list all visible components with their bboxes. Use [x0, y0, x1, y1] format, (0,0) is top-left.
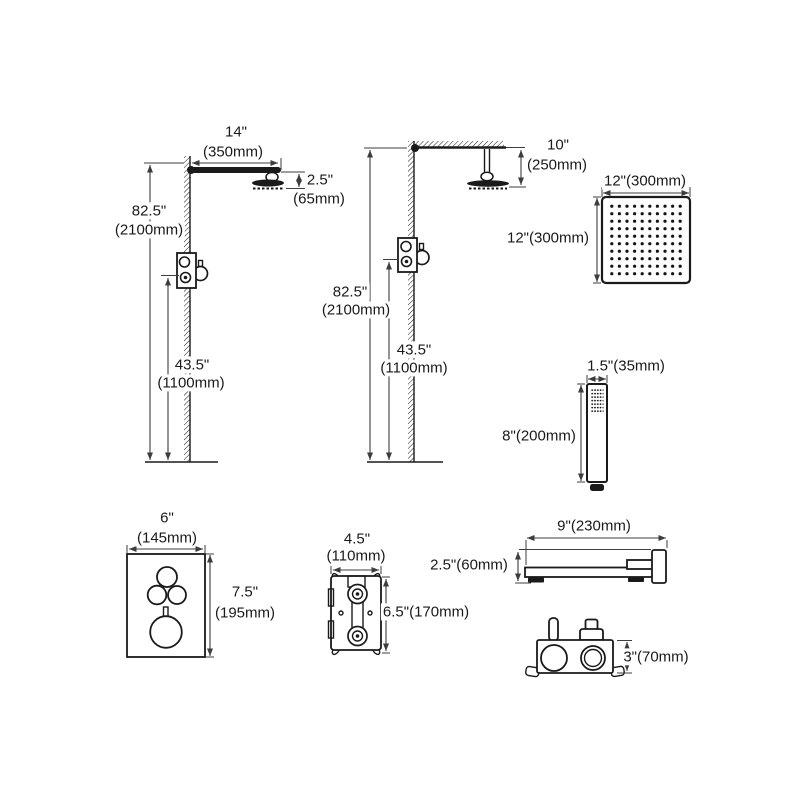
cartridge-cap	[584, 618, 599, 631]
cartridge-port-top-inner	[351, 588, 364, 600]
control-panel-height-in: 7.5"	[229, 583, 261, 601]
valve-port-dot	[183, 275, 188, 280]
panel-button-top	[156, 566, 178, 588]
hand-shower-drawing	[577, 375, 608, 491]
tub-spout-drawing	[515, 535, 668, 584]
wall-shower-head-height-mm: (65mm)	[291, 190, 347, 208]
ceiling-shower-total-height-in: 82.5"	[330, 283, 370, 301]
nozzle-grid	[590, 388, 604, 413]
deck-valve-drawing	[525, 617, 632, 678]
spout-base	[628, 577, 644, 582]
cartridge-port-bottom-inner	[351, 630, 364, 642]
valve-port-top	[178, 256, 191, 268]
tub-spout-length-label: 9"(230mm)	[555, 517, 633, 535]
shower-arm	[189, 167, 281, 173]
arm-wall-mount	[411, 144, 419, 152]
shower-head	[252, 179, 284, 187]
panel-button-left	[146, 584, 168, 606]
wall-hatching	[408, 141, 414, 462]
ceiling-shower-total-height-mm: (2100mm)	[319, 301, 393, 319]
ceiling-shower-drop-length-in: 10"	[544, 136, 572, 154]
side-bracket	[327, 588, 335, 607]
rough-in-valve-height-label: 6.5"(170mm)	[380, 603, 472, 621]
port-dot	[355, 634, 360, 638]
hand-shower-width-label: 1.5"(35mm)	[585, 357, 667, 375]
control-panel-width-in: 6"	[158, 509, 176, 527]
head-connector	[480, 171, 494, 182]
mixer-valve	[397, 237, 430, 273]
wall-shower-drawing	[144, 156, 305, 463]
square-head-drawing	[593, 187, 692, 285]
spout-step	[626, 559, 654, 570]
control-panel-drawing	[126, 545, 214, 658]
wall-shower-arm-length-mm: (350mm)	[200, 143, 266, 161]
wall-shower-total-height-in: 82.5"	[129, 202, 169, 220]
deck-valve-height-label: 3"(70mm)	[621, 648, 691, 666]
square-head-width-label: 12"(300mm)	[601, 172, 689, 190]
valve-port-dot	[404, 259, 409, 264]
valve-handle-stem	[418, 242, 425, 251]
side-bracket	[327, 620, 335, 639]
ceiling-shower-valve-height-mm: (1100mm)	[378, 359, 450, 377]
ceiling-shower-drawing	[364, 141, 526, 463]
control-panel-height-mm: (195mm)	[212, 604, 278, 622]
port-dot	[355, 592, 360, 596]
square-head-height-label: 12"(300mm)	[504, 229, 592, 247]
wall-shower-arm-length-in: 14"	[222, 123, 250, 141]
tub-spout-height-label: 2.5"(60mm)	[428, 556, 510, 574]
rough-in-valve-drawing	[327, 566, 390, 656]
wall-shower-total-height-mm: (2100mm)	[112, 221, 186, 239]
shower-head	[467, 180, 509, 187]
screw	[338, 610, 344, 616]
arm-wall-mount	[187, 166, 195, 174]
rough-in-valve-width-mm: (110mm)	[324, 547, 388, 565]
nozzle-grid	[608, 203, 684, 278]
valve-handle-stem	[197, 259, 204, 268]
spout-outlet	[528, 577, 544, 583]
panel-knob	[149, 615, 183, 649]
ceiling-shower-valve-height-in: 43.5"	[394, 341, 434, 359]
inlet-port	[540, 644, 568, 672]
outlet-port-inner	[583, 648, 603, 668]
wall-flange	[651, 549, 667, 584]
wall-shower-head-height-in: 2.5"	[304, 171, 336, 189]
wall-shower-valve-height-in: 43.5"	[172, 356, 212, 374]
ceiling-hatching	[414, 141, 504, 147]
rough-in-valve-width-in: 4.5"	[341, 530, 373, 548]
mixer-valve	[176, 252, 209, 289]
diverter-stem	[548, 617, 559, 642]
screw	[367, 610, 373, 616]
ceiling-shower-drop-length-mm: (250mm)	[524, 156, 590, 174]
wall-hatching	[184, 156, 190, 462]
wall-shower-valve-height-mm: (1100mm)	[155, 374, 227, 392]
panel-button-right	[167, 585, 187, 605]
hose-connector	[590, 484, 604, 491]
hand-shower-height-label: 8"(200mm)	[500, 427, 578, 445]
cartridge-base	[579, 628, 604, 641]
valve-port-top	[400, 240, 412, 253]
control-panel-width-mm: (145mm)	[134, 529, 200, 547]
